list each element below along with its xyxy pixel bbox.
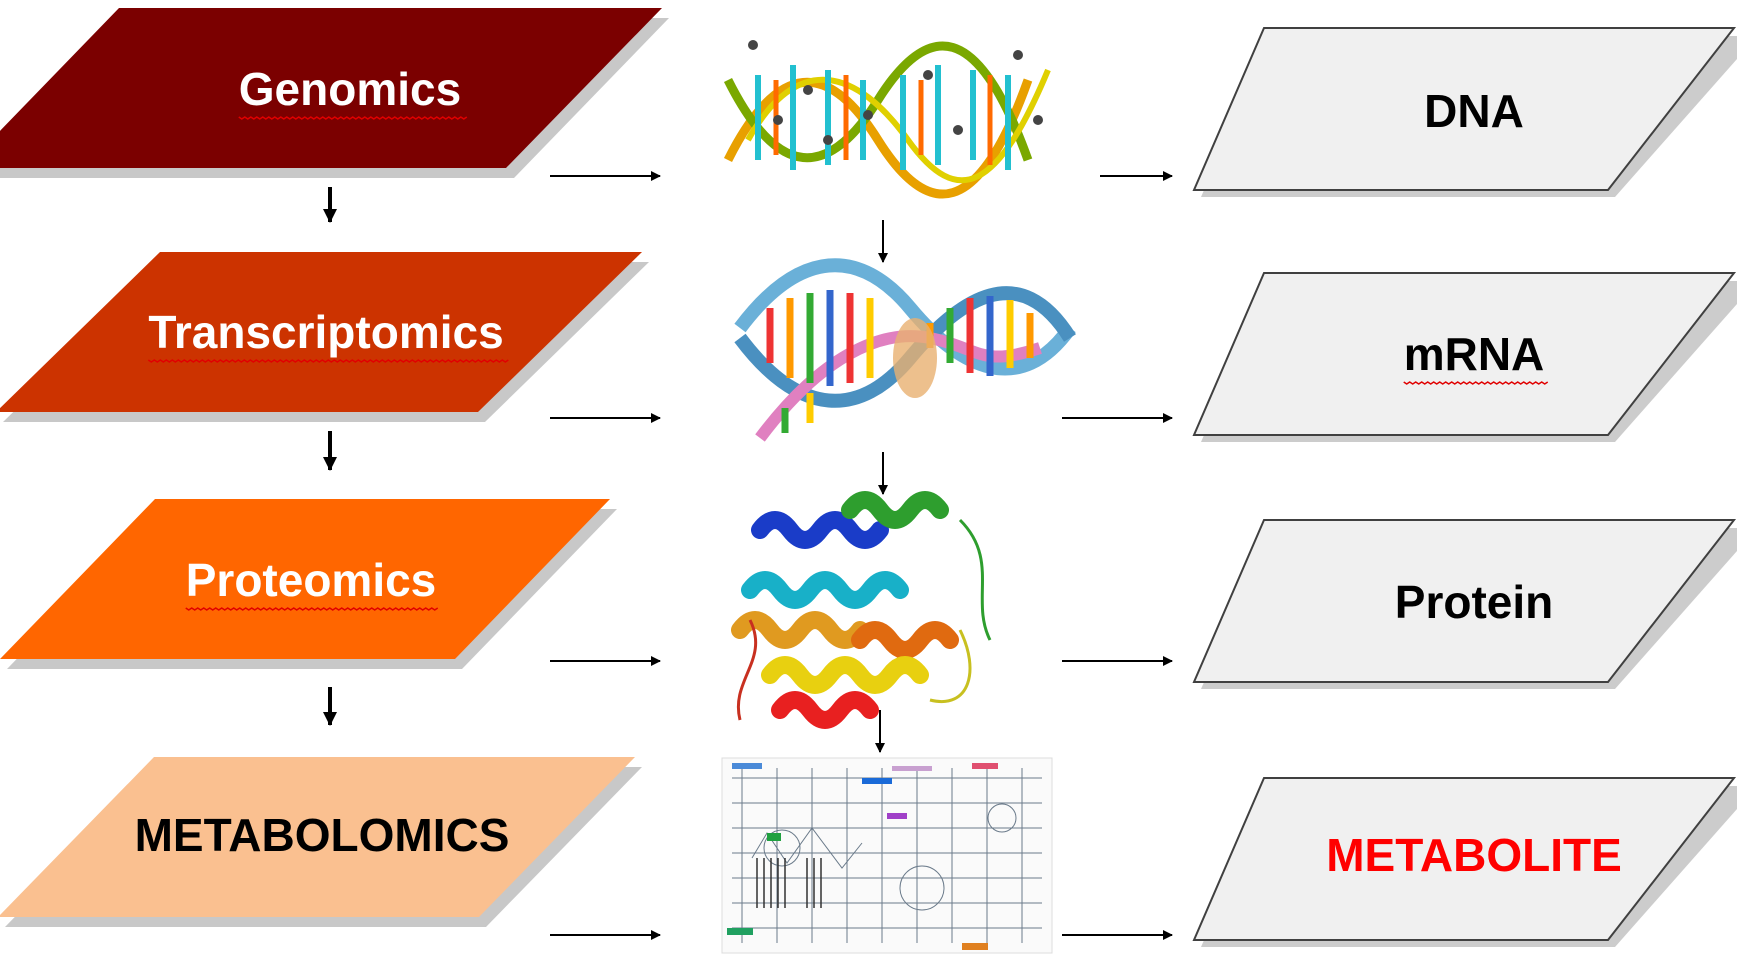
dna-label: DNA: [1424, 85, 1524, 137]
spellcheck-squiggle: [147, 359, 509, 363]
protein-label: Protein: [1395, 576, 1553, 628]
metabolomics-label: METABOLOMICS: [135, 809, 510, 861]
metabolic-pathway-map-icon: [721, 757, 1053, 954]
omics-level-metabolomics: METABOLOMICS: [0, 757, 642, 927]
omics-level-proteomics: Proteomics: [0, 499, 617, 669]
middle-flow-arrows: [875, 220, 888, 753]
mrna-box: [1192, 272, 1737, 436]
molecule-metabolite: METABOLITE: [1192, 777, 1737, 947]
omics-level-genomics: Genomics: [0, 8, 669, 178]
spellcheck-squiggle: [185, 607, 439, 611]
omics-level-transcriptomics: Transcriptomics: [0, 252, 649, 422]
metabolite-box: [1192, 777, 1737, 941]
genomics-shape: [0, 8, 662, 168]
mrna-label: mRNA: [1404, 328, 1545, 380]
metabolite-label: METABOLITE: [1326, 829, 1622, 881]
spellcheck-underlines: [147, 116, 1549, 611]
proteomics-shape: [0, 499, 610, 659]
metabolomics-shape: [0, 757, 635, 917]
transcriptomics-shape: [0, 252, 642, 412]
rna-helix-icon: [734, 258, 1076, 442]
molecule-mrna: mRNA: [1192, 272, 1737, 442]
proteomics-label: Proteomics: [186, 554, 437, 606]
spellcheck-squiggle: [1403, 381, 1549, 385]
level-to-illustration-arrows: [550, 171, 661, 940]
molecule-dna: DNA: [1192, 27, 1737, 197]
dna-box: [1192, 27, 1737, 191]
illustration-to-molecule-arrows: [1062, 171, 1173, 940]
spellcheck-squiggle: [238, 116, 468, 120]
protein-structure-icon: [731, 491, 992, 729]
dna-double-helix-icon: [723, 40, 1051, 199]
molecule-protein: Protein: [1192, 519, 1737, 689]
genomics-label: Genomics: [239, 63, 461, 115]
protein-box: [1192, 519, 1737, 683]
transcriptomics-label: Transcriptomics: [148, 306, 503, 358]
